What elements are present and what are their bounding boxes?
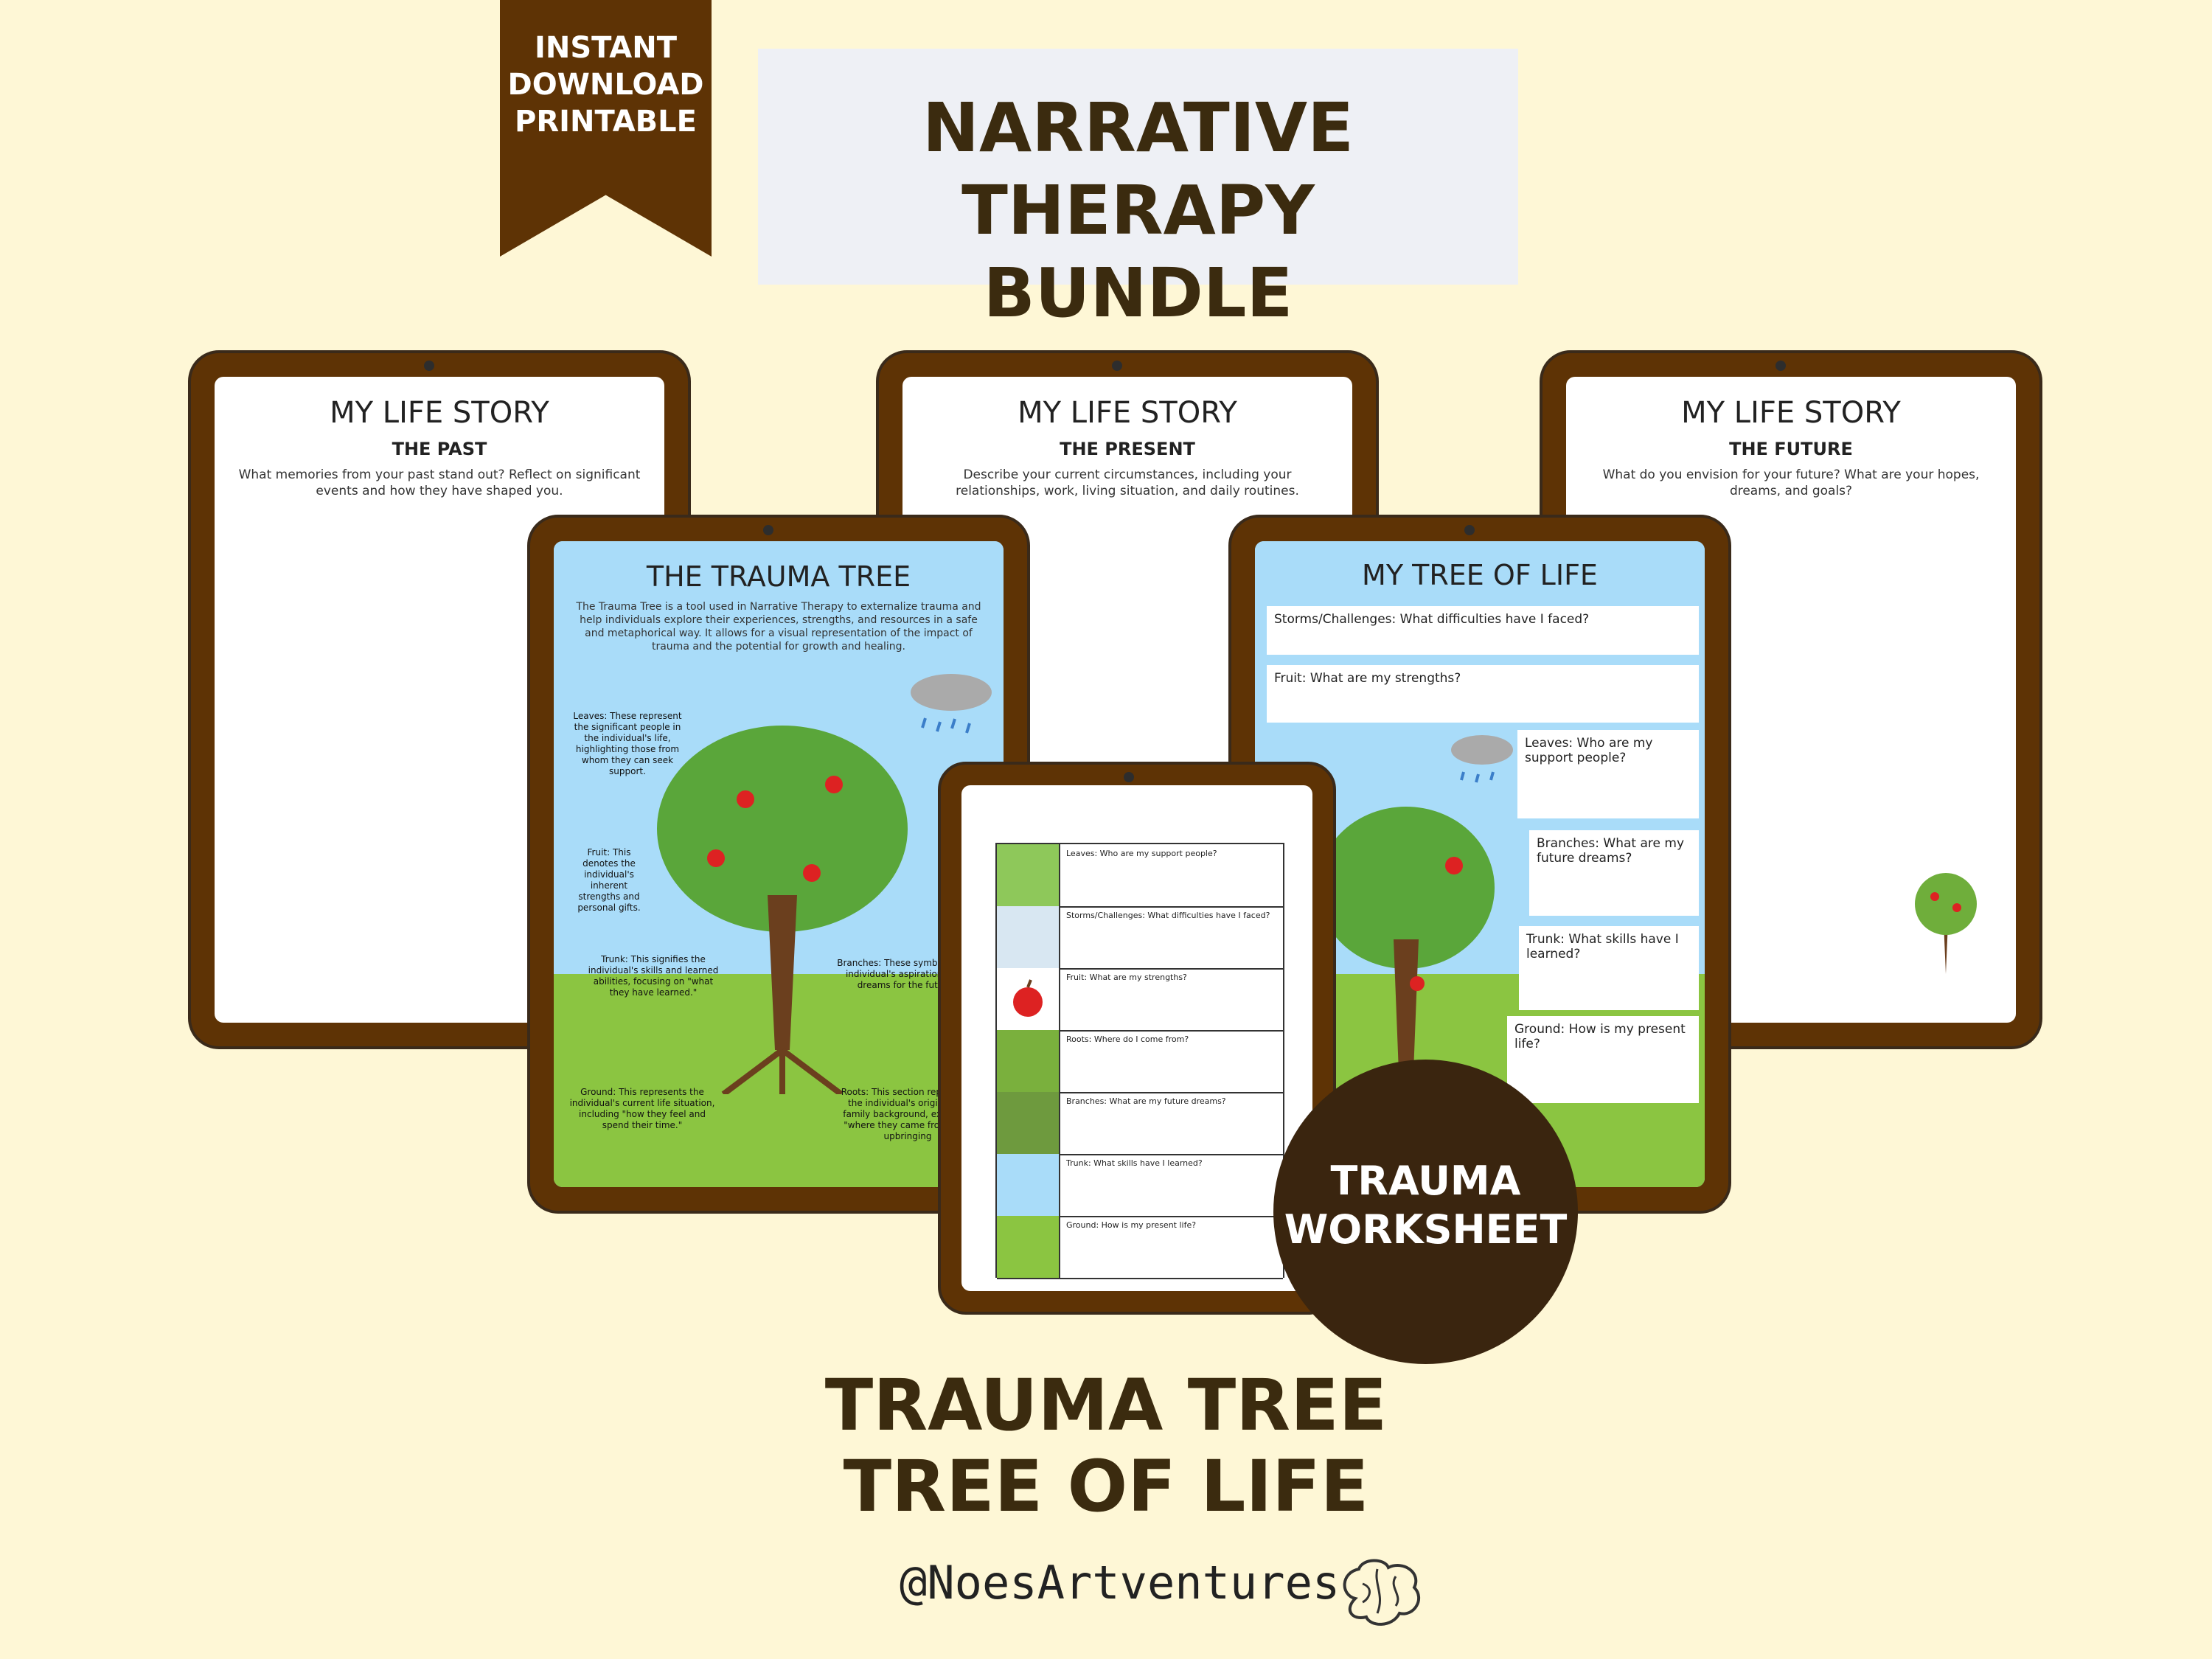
page-title: MY TREE OF LIFE <box>1362 559 1598 591</box>
instant-download-ribbon: INSTANT DOWNLOAD PRINTABLE <box>500 0 712 257</box>
cloud-icon <box>911 674 992 734</box>
worksheet-row: Storms/Challenges: What difficulties hav… <box>997 906 1283 970</box>
header-title-box: NARRATIVE THERAPY BUNDLE <box>758 49 1518 333</box>
page-subtitle: THE PRESENT <box>1060 439 1195 459</box>
camera-icon <box>1112 361 1122 371</box>
tablet-tree-of-life: MY TREE OF LIFE Storms/Challenges: What … <box>1228 515 1731 1214</box>
apple-icon <box>997 968 1060 1030</box>
worksheet-row-label: Storms/Challenges: What difficulties hav… <box>1066 911 1270 920</box>
page-title: THE TRAUMA TREE <box>646 560 911 593</box>
page-worksheet: Leaves: Who are my support people? Storm… <box>961 785 1312 1291</box>
camera-icon <box>424 361 434 371</box>
page-title: MY LIFE STORY <box>1018 396 1237 430</box>
page-subtitle: THE FUTURE <box>1729 439 1853 459</box>
badge-line-2: WORKSHEET <box>1284 1206 1568 1253</box>
roots-icon <box>997 1030 1060 1092</box>
page-description: What do you envision for your future? Wh… <box>1602 467 1980 498</box>
page-trauma-tree: THE TRAUMA TREE The Trauma Tree is a too… <box>554 541 1004 1187</box>
worksheet-row: Ground: How is my present life? <box>997 1216 1283 1279</box>
camera-icon <box>1464 525 1475 535</box>
header-title-line-1: NARRATIVE THERAPY <box>922 88 1354 250</box>
box-fruit: Fruit: What are my strengths? <box>1267 665 1699 723</box>
worksheet-row-label: Fruit: What are my strengths? <box>1066 973 1187 982</box>
camera-icon <box>1124 772 1134 782</box>
worksheet-grid: Leaves: Who are my support people? Storm… <box>995 843 1284 1279</box>
worksheet-row-label: Leaves: Who are my support people? <box>1066 849 1217 858</box>
trauma-worksheet-badge: TRAUMA WORKSHEET <box>1273 1060 1578 1364</box>
worksheet-row: Leaves: Who are my support people? <box>997 844 1283 908</box>
box-leaves: Leaves: Who are my support people? <box>1517 730 1699 818</box>
camera-icon <box>763 525 773 535</box>
leaves-icon <box>997 844 1060 906</box>
branches-icon <box>997 1092 1060 1154</box>
worksheet-row: Trunk: What skills have I learned? <box>997 1154 1283 1217</box>
page-description: What memories from your past stand out? … <box>238 467 641 498</box>
ribbon-line-3: PRINTABLE <box>515 105 697 139</box>
label-trunk: Trunk: This signifies the individual's s… <box>588 954 719 998</box>
ground-icon <box>997 1216 1060 1278</box>
ribbon-line-1: INSTANT <box>534 31 678 65</box>
page-title: MY LIFE STORY <box>1681 396 1901 430</box>
box-trunk: Trunk: What skills have I learned? <box>1519 926 1699 1010</box>
small-tree-icon <box>1915 873 1977 974</box>
tree-illustration-icon <box>657 726 908 1094</box>
bottom-title-line-2: TREE OF LIFE <box>843 1445 1369 1528</box>
badge-line-1: TRAUMA <box>1330 1158 1521 1204</box>
page-intro: The Trauma Tree is a tool used in Narrat… <box>576 601 981 653</box>
worksheet-row-label: Ground: How is my present life? <box>1066 1220 1197 1230</box>
bottom-title-line-1: TRAUMA TREE <box>824 1364 1388 1447</box>
ribbon-line-2: DOWNLOAD <box>507 68 704 102</box>
trunk-icon <box>997 1154 1060 1216</box>
worksheet-row: Roots: Where do I come from? <box>997 1030 1283 1093</box>
camera-icon <box>1775 361 1786 371</box>
cloud-icon <box>997 906 1060 968</box>
box-storms: Storms/Challenges: What difficulties hav… <box>1267 606 1699 655</box>
box-branches: Branches: What are my future dreams? <box>1529 830 1699 916</box>
social-handle: @NoesArtventures <box>900 1556 1340 1610</box>
tree-illustration-icon <box>1318 807 1495 1072</box>
tablet-worksheet: Leaves: Who are my support people? Storm… <box>938 762 1336 1315</box>
label-fruit: Fruit: This denotes the individual's inh… <box>577 847 641 913</box>
worksheet-row-label: Trunk: What skills have I learned? <box>1066 1158 1203 1168</box>
label-ground: Ground: This represents the individual's… <box>569 1087 715 1130</box>
label-leaves: Leaves: These represent the significant … <box>573 711 682 776</box>
header-title-line-2: BUNDLE <box>983 254 1293 333</box>
worksheet-row: Fruit: What are my strengths? <box>997 968 1283 1032</box>
worksheet-row-label: Branches: What are my future dreams? <box>1066 1096 1226 1106</box>
cloud-icon <box>1451 735 1513 783</box>
box-ground: Ground: How is my present life? <box>1507 1016 1699 1103</box>
worksheet-row-label: Roots: Where do I come from? <box>1066 1034 1189 1044</box>
page-title: MY LIFE STORY <box>330 396 549 430</box>
worksheet-row: Branches: What are my future dreams? <box>997 1092 1283 1155</box>
brain-icon <box>1343 1559 1420 1626</box>
page-description: Describe your current circumstances, inc… <box>956 467 1299 498</box>
page-subtitle: THE PAST <box>392 439 487 459</box>
